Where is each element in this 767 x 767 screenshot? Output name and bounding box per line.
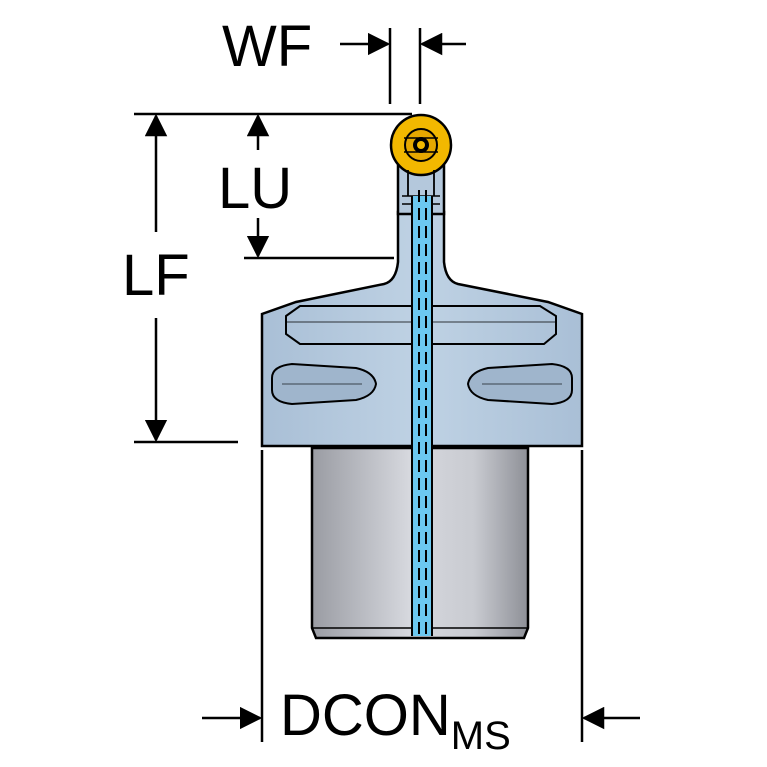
- right-slot: [466, 362, 573, 406]
- dcon-main-text: DCON: [280, 683, 451, 748]
- lu-label: LU: [218, 156, 292, 221]
- dcon-subscript: MS: [451, 714, 511, 758]
- coolant-channel: [411, 190, 433, 636]
- lf-label: LF: [122, 243, 190, 308]
- lu-dimension: LU: [218, 113, 292, 259]
- lf-dimension: LF: [122, 113, 190, 443]
- wf-dimension: WF: [222, 14, 466, 104]
- dcon-dimension: DCONMS: [202, 450, 640, 758]
- dcon-label: DCONMS: [280, 683, 511, 758]
- left-slot: [271, 362, 378, 406]
- wf-label: WF: [222, 14, 312, 79]
- round-insert-icon: [389, 113, 453, 196]
